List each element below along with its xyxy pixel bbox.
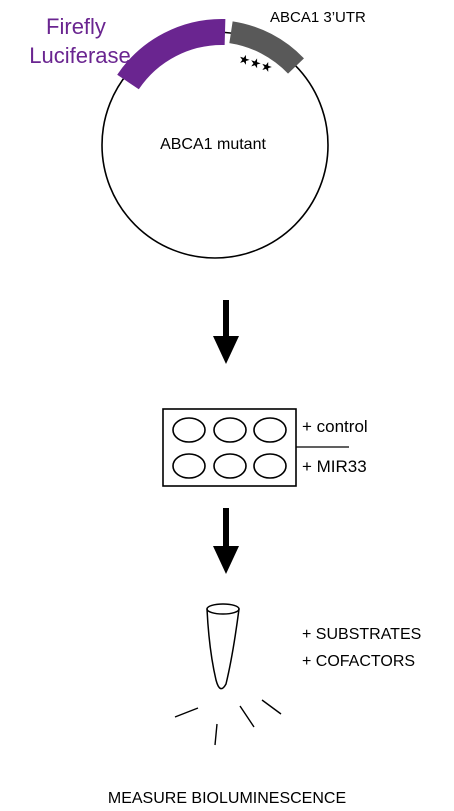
arrow-head xyxy=(213,546,239,574)
reaction-tube: + SUBSTRATES + COFACTORS xyxy=(174,603,421,746)
plate-outline xyxy=(162,408,297,487)
plasmid-name: ABCA1 mutant xyxy=(160,136,266,153)
measure-caption: MEASURE BIOLUMINESCENCE xyxy=(108,790,346,807)
luciferase-label-line2: Luciferase xyxy=(29,43,131,68)
arrow-down-2 xyxy=(213,508,239,574)
tube-body xyxy=(206,608,240,690)
well xyxy=(213,417,247,443)
substrates-label: + SUBSTRATES xyxy=(302,626,421,643)
light-ray xyxy=(174,707,199,718)
cofactors-label: + COFACTORS xyxy=(302,653,415,670)
light-ray xyxy=(261,699,282,715)
well xyxy=(172,453,206,479)
arrow-head xyxy=(213,336,239,364)
arrow-down-1 xyxy=(213,300,239,364)
utr-label: ABCA1 3’UTR xyxy=(270,9,366,26)
light-ray xyxy=(239,705,255,728)
well xyxy=(172,417,206,443)
plasmid: Firefly Luciferase ABCA1 3’UTR ★★★ ABCA1… xyxy=(29,9,366,259)
tube-rim xyxy=(206,603,240,615)
well xyxy=(253,417,287,443)
light-ray xyxy=(214,723,218,746)
well xyxy=(213,453,247,479)
well xyxy=(253,453,287,479)
mir33-label: + MIR33 xyxy=(302,457,367,476)
luciferase-label-line1: Firefly xyxy=(46,14,106,39)
luciferase-segment xyxy=(117,18,226,90)
utr-segment xyxy=(229,21,304,74)
well-plate: + control + MIR33 xyxy=(162,408,368,487)
control-label: + control xyxy=(302,417,368,436)
